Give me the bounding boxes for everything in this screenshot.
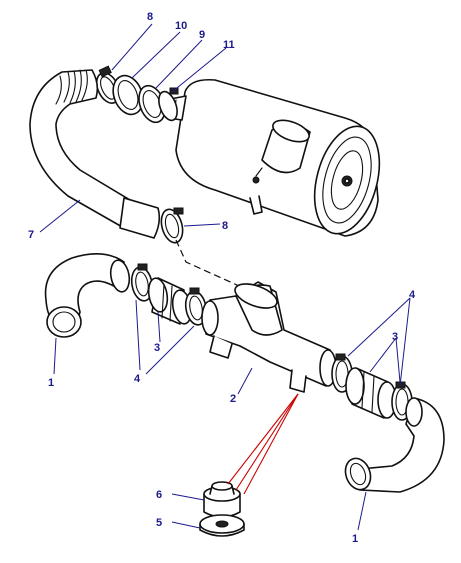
callout-2: 2 [230, 393, 236, 405]
callout-6: 6 [156, 489, 162, 501]
callout-10: 10 [175, 20, 187, 32]
corrugated-intake-hose [29, 69, 161, 239]
hose-corrugations-top [55, 69, 88, 105]
mount-highlight-leaders [227, 393, 299, 495]
callout-7: 7 [28, 229, 34, 241]
callout-11: 11 [223, 39, 235, 51]
callout-4-right: 4 [409, 289, 416, 301]
adaptor-ring [112, 74, 144, 116]
callout-9: 9 [199, 29, 205, 41]
air-cleaner-housing [162, 78, 381, 237]
mounting-bracket-right [289, 369, 307, 393]
elbow-hose-left [44, 253, 131, 338]
sleeve-hose-right [345, 367, 397, 419]
callout-1-right: 1 [352, 533, 358, 545]
hose-clamp-middle [160, 207, 184, 244]
callout-4-left: 4 [134, 373, 141, 385]
leader-lines [39, 23, 411, 531]
mounting-rubber [203, 481, 241, 518]
callout-3-left: 3 [154, 342, 160, 354]
callout-3-right: 3 [392, 331, 398, 343]
hose-clamp-left-a [130, 263, 154, 302]
callout-5: 5 [156, 517, 162, 529]
elbow-hose-right [344, 397, 445, 493]
main-intake-tube [201, 281, 337, 393]
callout-8-top: 8 [147, 11, 153, 23]
assembly-centerline [175, 239, 249, 291]
callout-8-middle: 8 [222, 220, 228, 232]
mounting-washer [199, 514, 245, 537]
mounting-bracket-left [209, 335, 233, 359]
callout-labels: 8 10 9 11 7 8 1 3 4 2 4 3 6 5 1 [28, 11, 416, 545]
callout-1-left: 1 [48, 377, 54, 389]
